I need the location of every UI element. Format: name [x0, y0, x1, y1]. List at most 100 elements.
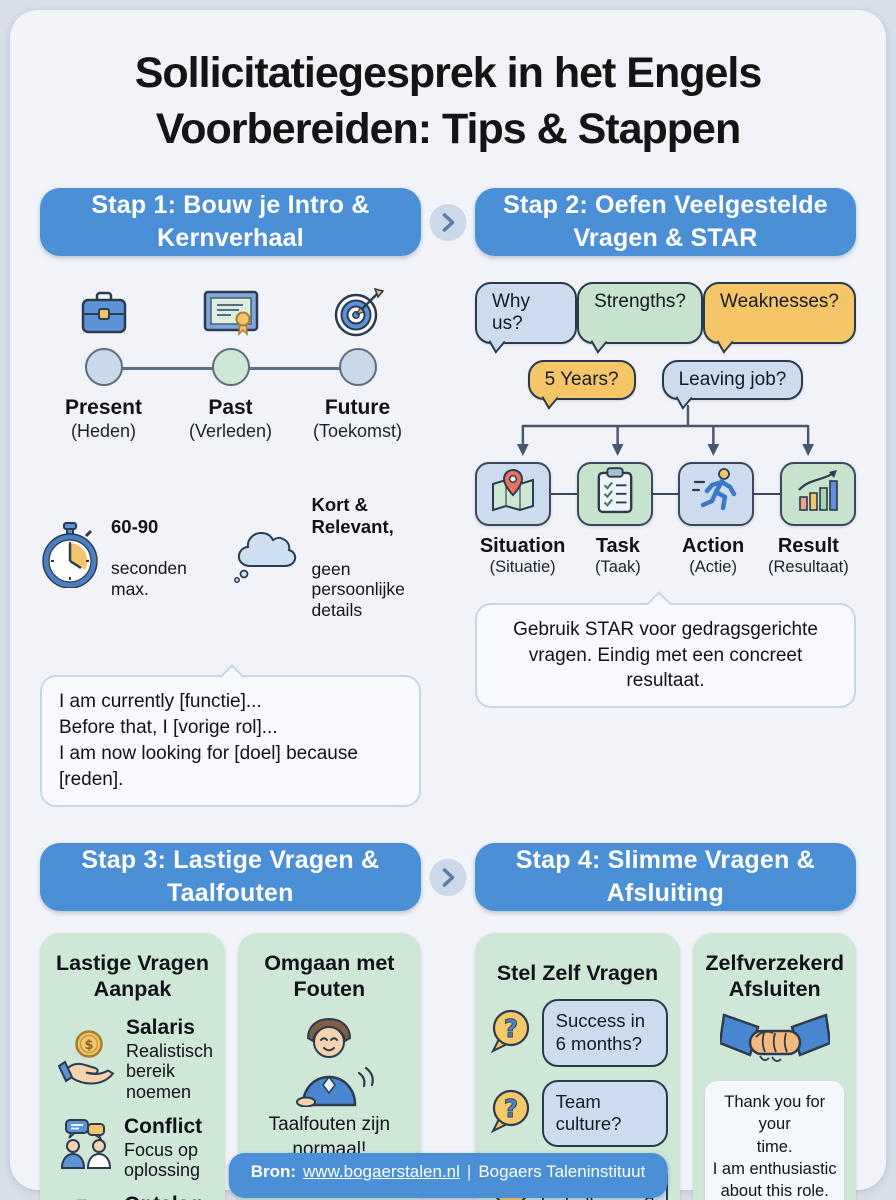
stopwatch-icon — [40, 522, 100, 593]
tip-relevance: Kort & Relevant, geen persoonlijke detai… — [231, 474, 422, 642]
step2-header: Stap 2: Oefen Veelgestelde Vragen & STAR — [475, 187, 856, 256]
card-title: Lastige Vragen Aanpak — [56, 950, 209, 1002]
timeline-sublabel: (Toekomst) — [312, 420, 402, 441]
star-box-task — [576, 461, 653, 526]
step4-column: Stap 4: Slimme Vragen & Afsluiting Stel … — [474, 842, 856, 1200]
tip-bold-text: Kort & Relevant, — [311, 494, 394, 538]
chevron-right-icon — [429, 203, 467, 241]
step3-column: Stap 3: Lastige Vragen & Taalfouten Last… — [40, 842, 421, 1200]
question-bubbles-row1: Why us? Strengths? Weaknesses? — [475, 281, 856, 344]
intro-tips: 60-90 seconden max. — [40, 474, 421, 642]
briefcase-icon — [78, 282, 130, 338]
item-text: Focus op oplossing — [124, 1139, 201, 1181]
star-label-result: Result (Resultaat) — [761, 535, 856, 577]
list-item-dismissal: Ontslag Eerlijk & neutraal — [58, 1193, 213, 1200]
star-label: Task — [595, 534, 640, 557]
source-link[interactable]: www.bogaerstalen.nl — [303, 1162, 460, 1181]
step3-header: Stap 3: Lastige Vragen & Taalfouten — [40, 842, 421, 911]
timeline-dot — [84, 347, 123, 386]
question-bubble: Strengths? — [577, 281, 703, 344]
intro-timeline: Present (Heden) — [40, 282, 421, 442]
card-title: Omgaan met Fouten — [264, 950, 395, 1002]
page-title: Sollicitatiegesprek in het Engels Voorbe… — [134, 49, 763, 153]
question-bubbles-row2: 5 Years? Leaving job? — [475, 359, 856, 400]
star-box-action — [678, 461, 755, 526]
timeline-dot — [211, 347, 250, 386]
star-label: Situation — [479, 534, 566, 557]
list-item-text: Conflict Focus op oplossing — [124, 1115, 213, 1180]
star-sublabel: (Actie) — [689, 557, 737, 576]
tip-body-text: geen persoonlijke details — [311, 558, 405, 620]
item-bold: Conflict — [124, 1115, 203, 1139]
svg-text:$: $ — [84, 1038, 93, 1053]
timeline-item-future: Future (Toekomst) — [294, 282, 421, 442]
running-icon — [691, 466, 741, 521]
question-bubble: Weaknesses? — [703, 281, 856, 344]
question-bubble: Leaving job? — [661, 359, 804, 400]
tip-duration: 60-90 seconden max. — [40, 474, 231, 642]
tip-relevance-text: Kort & Relevant, geen persoonlijke detai… — [312, 474, 422, 642]
star-connector — [754, 492, 781, 496]
item-bold: Ontslag — [124, 1193, 213, 1200]
difficult-questions-card: Lastige Vragen Aanpak $ — [40, 932, 226, 1200]
question-bubble-icon: ? — [487, 1007, 533, 1060]
star-branch-arrows — [517, 404, 814, 456]
question-bubble-icon: ? — [487, 1087, 533, 1140]
handshake-icon — [705, 1011, 844, 1073]
organization-name: Bogaers Taleninstituut — [478, 1162, 646, 1181]
question-bubble: 5 Years? — [527, 359, 636, 400]
list-item-conflict: Conflict Focus op oplossing — [58, 1115, 213, 1180]
tip-bold-text: 60-90 — [111, 515, 159, 537]
star-label-situation: Situation (Situatie) — [475, 535, 570, 577]
star-note-bubble: Gebruik STAR voor gedragsgerichte vragen… — [475, 602, 856, 709]
question-row: ? Success in 6 months? — [487, 999, 669, 1067]
timeline-item-past: Past (Verleden) — [167, 282, 294, 442]
intro-script-bubble: I am currently [functie]... Before that,… — [40, 675, 421, 807]
target-icon — [332, 282, 384, 338]
star-label: Action — [682, 534, 745, 557]
list-item-salary: $ Salaris Realistisch bereik noemen — [57, 1016, 214, 1102]
source-banner: Bron: www.bogaerstalen.nl | Bogaers Tale… — [228, 1153, 668, 1198]
conflict-icon — [58, 1118, 114, 1177]
star-box-situation — [475, 461, 551, 526]
svg-text:?: ? — [503, 1094, 518, 1123]
step4-header: Stap 4: Slimme Vragen & Afsluiting — [474, 842, 856, 911]
infographic-card: Sollicitatiegesprek in het Engels Voorbe… — [10, 10, 886, 1200]
clipboard-icon — [595, 467, 635, 520]
waving-person-icon — [250, 1011, 409, 1108]
separator: | — [466, 1162, 472, 1181]
tip-body-text: seconden max. — [111, 558, 187, 599]
chevron-right-icon — [429, 858, 467, 896]
step2-column: Stap 2: Oefen Veelgestelde Vragen & STAR… — [475, 187, 857, 807]
card-title: Zelfverzekerd Afsluiten — [705, 950, 844, 1002]
timeline-sublabel: (Heden) — [70, 420, 137, 441]
star-sublabel: (Resultaat) — [768, 557, 849, 576]
thought-cloud-icon — [231, 524, 301, 591]
star-label-action: Action (Actie) — [666, 535, 761, 577]
star-box-result — [780, 461, 857, 526]
certificate-icon — [203, 282, 259, 338]
salary-hand-icon: $ — [57, 1029, 116, 1090]
closing-script: Thank you for your time. I am enthusiast… — [705, 1081, 844, 1200]
question-bubble: Why us? — [475, 281, 578, 344]
map-pin-icon — [490, 468, 536, 519]
step1-column: Stap 1: Bouw je Intro & Kernverhaal — [40, 187, 421, 807]
item-bold: Salaris — [126, 1016, 195, 1040]
timeline-sublabel: (Verleden) — [188, 420, 273, 441]
tip-duration-text: 60-90 seconden max. — [111, 495, 187, 620]
item-text: Realistisch bereik noemen — [126, 1041, 214, 1102]
star-boxes-row — [475, 461, 857, 526]
question-pill: Team culture? — [541, 1079, 669, 1147]
timeline-label: Future — [324, 395, 391, 419]
step1-header: Stap 1: Bouw je Intro & Kernverhaal — [40, 187, 421, 256]
card-title: Stel Zelf Vragen — [496, 960, 659, 985]
star-label-task: Task (Taak) — [570, 535, 665, 577]
bar-chart-icon — [795, 469, 841, 518]
steps-row-2: Stap 3: Lastige Vragen & Taalfouten Last… — [40, 842, 856, 1200]
timeline-label: Past — [208, 395, 253, 419]
timeline-label: Present — [64, 395, 143, 419]
svg-text:?: ? — [503, 1014, 518, 1043]
steps-row-1: Stap 1: Bouw je Intro & Kernverhaal — [40, 187, 857, 807]
star-connector — [551, 492, 577, 496]
